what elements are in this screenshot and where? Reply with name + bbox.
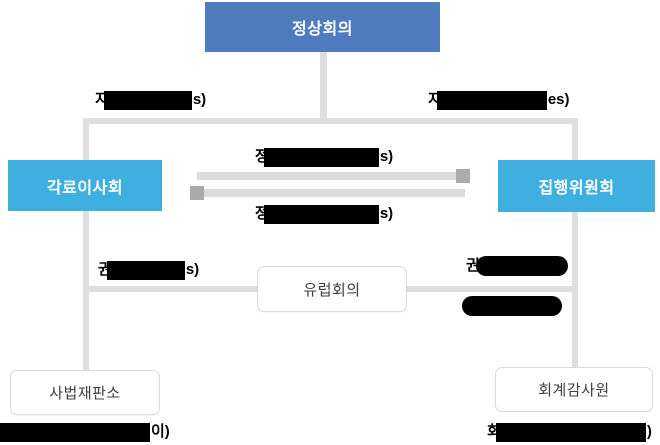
label-suffix: s): [185, 261, 200, 278]
connector-vertical-right: [572, 118, 578, 369]
redaction-bar: [475, 256, 568, 276]
connector-vertical-left: [83, 118, 89, 372]
redaction-bar: [103, 90, 192, 110]
redaction-bar: [462, 296, 562, 316]
redacted-label-bottom-left: 이): [0, 422, 170, 442]
european-assembly-node: 유럽회의: [257, 266, 407, 312]
redaction-bar: [263, 147, 379, 167]
court-of-justice-label: 사법재판소: [49, 385, 121, 402]
arrow-right-head-icon: [456, 169, 470, 183]
redacted-label-right-mid-bottom: [462, 296, 562, 316]
redacted-label-bottom-right: 회 ): [487, 422, 652, 442]
redaction-bar: [436, 90, 547, 110]
redaction-bar: [495, 422, 646, 442]
summit-meeting-label: 정상회의: [292, 21, 353, 38]
redacted-label-between-top: 정 s): [255, 147, 393, 167]
redacted-label-top-right: 지 es): [428, 90, 570, 110]
redaction-bar: [106, 260, 185, 280]
label-suffix: s): [379, 205, 394, 222]
european-assembly-label: 유럽회의: [303, 281, 361, 299]
redacted-label-right-mid-top: 권: [466, 256, 568, 276]
label-suffix: es): [547, 91, 570, 108]
arrow-left-head-icon: [190, 186, 204, 200]
executive-commission-label: 집행위원회: [538, 180, 615, 197]
label-suffix: s): [192, 91, 207, 108]
arrow-right-shaft: [197, 172, 457, 180]
redacted-label-left-mid: 권 s): [98, 260, 199, 280]
council-of-ministers-label: 각료이사회: [46, 179, 124, 197]
connector-vertical-center: [320, 52, 327, 119]
connector-horizontal-top: [83, 118, 578, 124]
audit-board-node: 회계감사원: [495, 367, 653, 412]
redacted-label-top-left: 지 s): [95, 90, 206, 110]
redaction-bar: [0, 422, 150, 442]
label-suffix: ): [646, 423, 652, 440]
redacted-label-between-bottom: 정 s): [255, 204, 393, 224]
label-suffix: s): [379, 148, 394, 165]
arrow-left-shaft: [204, 189, 465, 197]
executive-commission-node: 집행위원회: [498, 160, 655, 212]
summit-meeting-node: 정상회의: [205, 2, 440, 52]
label-suffix: 이): [151, 423, 170, 440]
court-of-justice-node: 사법재판소: [10, 370, 160, 415]
council-of-ministers-node: 각료이사회: [8, 160, 162, 211]
audit-board-label: 회계감사원: [538, 382, 610, 399]
redaction-bar: [263, 204, 379, 224]
